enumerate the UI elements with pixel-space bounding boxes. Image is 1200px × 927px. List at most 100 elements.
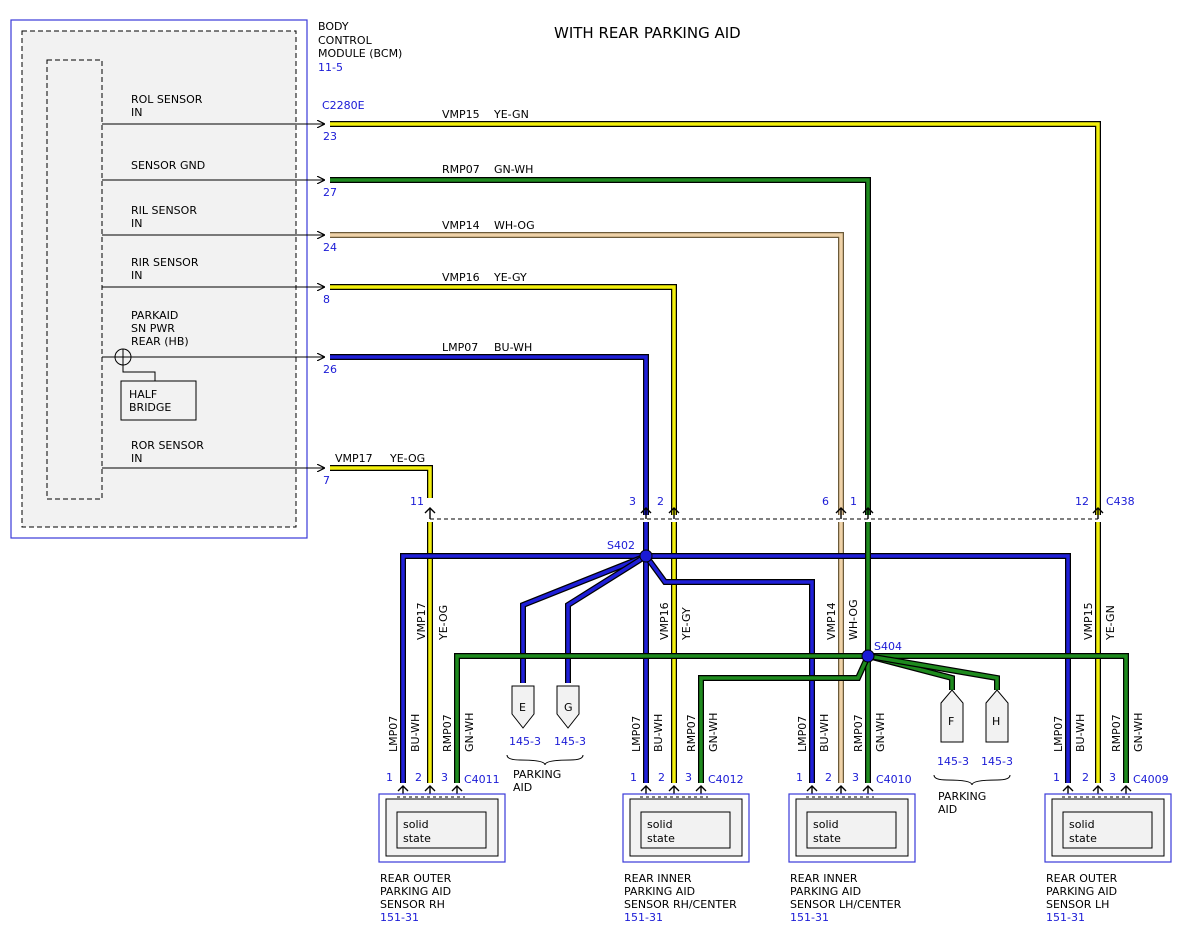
sensor3-connector[interactable]: C4010 bbox=[876, 773, 912, 786]
ref-g-icon[interactable] bbox=[556, 685, 580, 729]
sensor2-pin-1: 1 bbox=[630, 771, 637, 784]
sensor3-wire-gn-wh: GN-WH bbox=[874, 713, 887, 752]
sensor2-name-line3: SENSOR RH/CENTER bbox=[624, 898, 737, 911]
sensor4-wire-lmp07: LMP07 bbox=[1052, 716, 1065, 752]
wire-circuit-rmp07: RMP07 bbox=[442, 163, 480, 176]
wire-color-ye-gn: YE-GN bbox=[493, 108, 529, 121]
c438-pin-2: 2 bbox=[657, 495, 664, 508]
wire-color-ye-gy: YE-GY bbox=[493, 271, 527, 284]
wire-labels: VMP15 YE-GN RMP07 GN-WH VMP14 WH-OG VMP1… bbox=[335, 108, 535, 465]
sensor3-wire-lmp07: LMP07 bbox=[796, 716, 809, 752]
wire-color-gn-wh: GN-WH bbox=[494, 163, 533, 176]
diagram-title: WITH REAR PARKING AID bbox=[554, 24, 741, 42]
sensor4-name-line1: REAR OUTER bbox=[1046, 872, 1118, 885]
ref-h-letter: H bbox=[992, 715, 1000, 728]
signal-parkaid-line1: PARKAID bbox=[131, 309, 178, 322]
parking-aid-ref-right: F H 145-3 145-3 PARKING AID bbox=[933, 689, 1013, 816]
ref-f-letter: F bbox=[948, 715, 954, 728]
splice-s402[interactable] bbox=[639, 549, 653, 563]
sensor4-ref[interactable]: 151-31 bbox=[1046, 911, 1085, 924]
half-bridge-box bbox=[120, 380, 197, 421]
sensor3-inner-line2: state bbox=[813, 832, 841, 845]
sensor2-wire-bu-wh: BU-WH bbox=[652, 714, 665, 752]
ref-e-page[interactable]: 145-3 bbox=[509, 735, 541, 748]
ref-f-page[interactable]: 145-3 bbox=[937, 755, 969, 768]
parking-aid-left-line1: PARKING bbox=[513, 768, 561, 781]
sensor2-wire-gn-wh: GN-WH bbox=[707, 713, 720, 752]
sensor1-wire-bu-wh: BU-WH bbox=[409, 714, 422, 752]
sensor4-wire-gn-wh: GN-WH bbox=[1132, 713, 1145, 752]
sensor-rear-inner-lh-center: LMP07 BU-WH RMP07 GN-WH 1 2 3 C4010 soli… bbox=[788, 713, 916, 924]
bcm-pin-27: 27 bbox=[323, 186, 337, 199]
c438-label[interactable]: C438 bbox=[1106, 495, 1135, 508]
sensor4-wire-bu-wh: BU-WH bbox=[1074, 714, 1087, 752]
sensor1-wire-rmp07: RMP07 bbox=[441, 714, 454, 752]
c438-pin-3: 3 bbox=[629, 495, 636, 508]
sensor2-ref[interactable]: 151-31 bbox=[624, 911, 663, 924]
signal-rir-line1: RIR SENSOR bbox=[131, 256, 199, 269]
sensor4-pin-2: 2 bbox=[1082, 771, 1089, 784]
sensor3-name-line3: SENSOR LH/CENTER bbox=[790, 898, 902, 911]
signal-rol-line1: ROL SENSOR bbox=[131, 93, 203, 106]
signal-ror-line2: IN bbox=[131, 452, 142, 465]
half-bridge-line2: BRIDGE bbox=[129, 401, 171, 414]
bcm-connector-label[interactable]: C2280E bbox=[322, 99, 365, 112]
sensor3-wire-bu-wh: BU-WH bbox=[818, 714, 831, 752]
c438-pin-6: 6 bbox=[822, 495, 829, 508]
bcm-ref[interactable]: 11-5 bbox=[318, 61, 343, 74]
vlabel-vmp14: VMP14 bbox=[825, 602, 838, 640]
sensor4-wire-rmp07: RMP07 bbox=[1110, 714, 1123, 752]
bcm-inner-block bbox=[46, 59, 103, 500]
sensor-rear-outer-rh: LMP07 BU-WH RMP07 GN-WH 1 2 3 C4011 soli… bbox=[378, 713, 506, 924]
sensor3-name-line1: REAR INNER bbox=[790, 872, 858, 885]
sensor2-connector[interactable]: C4012 bbox=[708, 773, 744, 786]
signal-parkaid-line3: REAR (HB) bbox=[131, 335, 189, 348]
half-bridge-symbol-icon bbox=[114, 348, 156, 381]
ref-g-page[interactable]: 145-3 bbox=[554, 735, 586, 748]
bcm-pin-8: 8 bbox=[323, 293, 330, 306]
ref-g-letter: G bbox=[564, 701, 573, 714]
brace-right-icon bbox=[933, 774, 1011, 786]
sensor2-name-line1: REAR INNER bbox=[624, 872, 692, 885]
sensor2-wire-lmp07: LMP07 bbox=[630, 716, 643, 752]
bcm-name-line2: CONTROL bbox=[318, 34, 373, 47]
sensor2-wire-rmp07: RMP07 bbox=[685, 714, 698, 752]
ref-f-icon[interactable] bbox=[940, 689, 964, 743]
sensor2-pin-2: 2 bbox=[658, 771, 665, 784]
sensor1-wire-gn-wh: GN-WH bbox=[463, 713, 476, 752]
parking-aid-ref-left: E G 145-3 145-3 PARKING AID bbox=[506, 685, 586, 794]
signal-ril-line1: RIL SENSOR bbox=[131, 204, 197, 217]
splice-s402-label[interactable]: S402 bbox=[607, 539, 635, 552]
sensor1-pin-3: 3 bbox=[441, 771, 448, 784]
c438-pin-1: 1 bbox=[850, 495, 857, 508]
sensor4-inner-line1: solid bbox=[1069, 818, 1095, 831]
wire-color-wh-og: WH-OG bbox=[494, 219, 535, 232]
parking-aid-right-line2: AID bbox=[938, 803, 957, 816]
sensor1-ref[interactable]: 151-31 bbox=[380, 911, 419, 924]
bcm-pin-26: 26 bbox=[323, 363, 337, 376]
sensor-rear-outer-lh: LMP07 BU-WH RMP07 GN-WH 1 2 3 C4009 soli… bbox=[1044, 713, 1172, 924]
signal-parkaid-line2: SN PWR bbox=[131, 322, 175, 335]
sensor3-ref[interactable]: 151-31 bbox=[790, 911, 829, 924]
vlabel-wh-og: WH-OG bbox=[847, 599, 860, 640]
bcm-module: BODY CONTROL MODULE (BCM) 11-5 C2280E RO… bbox=[10, 19, 402, 539]
bcm-name-line1: BODY bbox=[318, 20, 349, 33]
sensor3-wire-rmp07: RMP07 bbox=[852, 714, 865, 752]
ref-e-icon[interactable] bbox=[511, 685, 535, 729]
bcm-pin-23: 23 bbox=[323, 130, 337, 143]
ref-h-page[interactable]: 145-3 bbox=[981, 755, 1013, 768]
sensor4-connector[interactable]: C4009 bbox=[1133, 773, 1169, 786]
vlabel-vmp15: VMP15 bbox=[1082, 602, 1095, 640]
sensor3-inner-line1: solid bbox=[813, 818, 839, 831]
splice-s404[interactable] bbox=[861, 649, 875, 663]
sensor2-name-line2: PARKING AID bbox=[624, 885, 695, 898]
ref-h-icon[interactable] bbox=[985, 689, 1009, 743]
parking-aid-right-line1: PARKING bbox=[938, 790, 986, 803]
sensor1-connector[interactable]: C4011 bbox=[464, 773, 500, 786]
splice-s404-label[interactable]: S404 bbox=[874, 640, 902, 653]
sensor2-inner-line1: solid bbox=[647, 818, 673, 831]
sensor1-pin-2: 2 bbox=[415, 771, 422, 784]
sensor1-wire-lmp07: LMP07 bbox=[387, 716, 400, 752]
sensor1-name-line3: SENSOR RH bbox=[380, 898, 445, 911]
